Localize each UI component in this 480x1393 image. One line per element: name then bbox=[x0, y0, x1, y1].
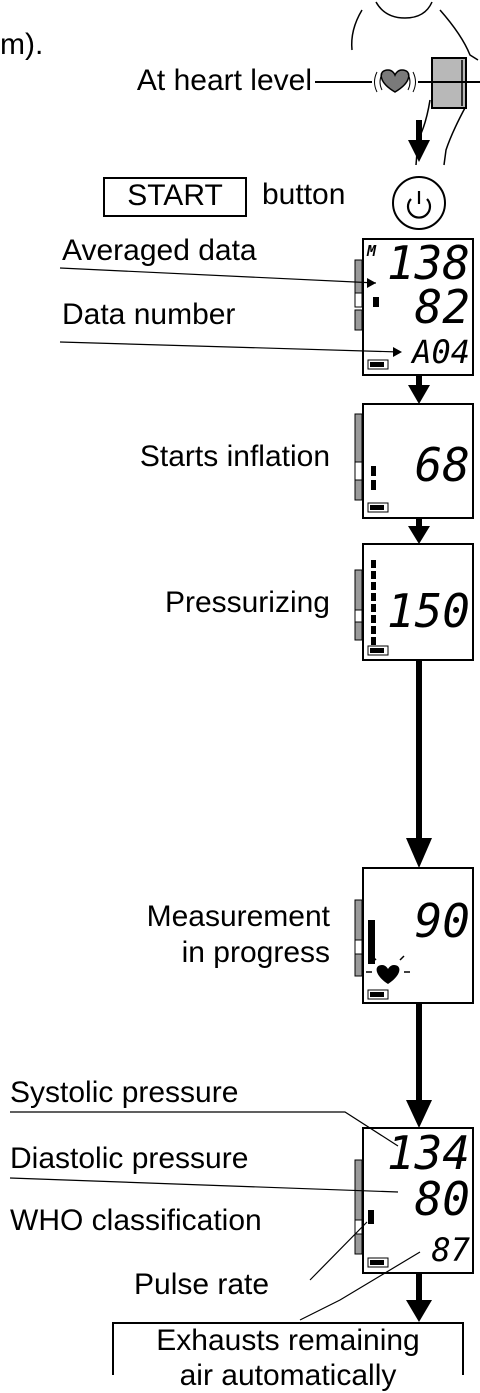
flow-arrows bbox=[406, 120, 432, 1322]
measurement-label-line1: Measurement bbox=[146, 900, 330, 933]
systolic-value: 134 bbox=[386, 1126, 470, 1180]
final-step-box: Exhausts remaining air automatically bbox=[112, 1322, 464, 1392]
who-classification-label: WHO classification bbox=[10, 1204, 262, 1237]
lcd-display-pressurizing bbox=[354, 543, 474, 661]
battery-icon bbox=[367, 359, 389, 370]
battery-icon bbox=[367, 502, 389, 513]
starts-inflation-label: Starts inflation bbox=[139, 440, 330, 473]
final-step-line2: air automatically bbox=[179, 1359, 397, 1392]
pressurizing-label: Pressurizing bbox=[164, 586, 330, 619]
pulse-rate-value: 87 bbox=[431, 1231, 470, 1269]
lcd-display-measuring bbox=[354, 867, 474, 1004]
final-step-line1: Exhausts remaining bbox=[156, 1324, 420, 1357]
start-key-label: START bbox=[127, 179, 223, 212]
battery-icon bbox=[367, 1257, 389, 1268]
heart-level-label: At heart level bbox=[136, 64, 312, 97]
battery-icon bbox=[367, 989, 389, 1000]
inflation-pressure-value: 68 bbox=[414, 438, 470, 492]
averaged-data-label: Averaged data bbox=[62, 234, 257, 267]
lcd-display-result bbox=[354, 1127, 474, 1274]
memory-mark: M bbox=[367, 242, 377, 260]
measuring-pressure-value: 90 bbox=[414, 894, 470, 948]
heart-icon bbox=[376, 965, 400, 984]
diastolic-value: 80 bbox=[414, 1172, 470, 1226]
start-button-label: button bbox=[262, 178, 346, 211]
diastolic-label: Diastolic pressure bbox=[10, 1142, 249, 1175]
averaged-systolic-value: 138 bbox=[386, 236, 470, 290]
pulse-rate-label: Pulse rate bbox=[134, 1268, 270, 1301]
intro-fragment: m). bbox=[0, 28, 44, 61]
start-key-box: START bbox=[103, 177, 247, 217]
measurement-label-line2: in progress bbox=[181, 936, 330, 969]
lcd-display-inflation bbox=[354, 403, 474, 519]
battery-icon bbox=[367, 645, 389, 656]
systolic-label: Systolic pressure bbox=[10, 1076, 239, 1109]
lcd-display-averaged bbox=[354, 238, 474, 376]
data-number-value: A04 bbox=[412, 333, 470, 371]
heart-icon bbox=[380, 69, 410, 93]
averaged-diastolic-value: 82 bbox=[414, 280, 470, 334]
power-icon bbox=[406, 191, 432, 219]
pressurizing-value: 150 bbox=[386, 584, 470, 638]
data-number-label: Data number bbox=[62, 298, 236, 331]
